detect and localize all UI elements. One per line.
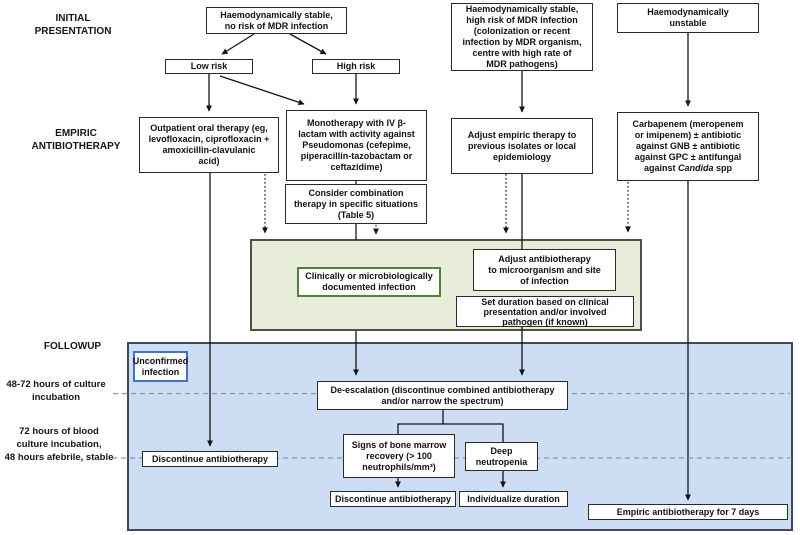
arrow-lowrisk-to-monotherapy: [219, 75, 305, 106]
box-unstable: Haemodynamically unstable: [617, 3, 759, 33]
box-stable-high-mdr: Haemodynamically stable, high risk of MD…: [451, 3, 593, 71]
box-de-escalation: De-escalation (discontinue combined anti…: [317, 381, 568, 410]
candida-italic: Candida: [677, 163, 714, 173]
box-set-duration: Set duration based on clinical presentat…: [456, 296, 634, 327]
box-clinically-documented: Clinically or microbiologically document…: [297, 267, 441, 297]
label-48-72-hours: 48-72 hours of culture incubation: [6, 379, 106, 403]
box-consider-combination: Consider combination therapy in specific…: [285, 184, 427, 224]
box-discontinue-antibiotherapy-left: Discontinue antibiotherapy: [142, 451, 278, 467]
arrow-stable-to-highrisk: [289, 33, 327, 55]
box-deep-neutropenia: Deep neutropenia: [465, 442, 538, 471]
arrow-stable-to-lowrisk: [221, 33, 255, 55]
box-adjust-antibiotherapy: Adjust antibiotherapy to microorganism a…: [473, 249, 616, 291]
box-individualize-duration: Individualize duration: [459, 491, 568, 507]
box-stable-no-mdr: Haemodynamically stable, no risk of MDR …: [206, 7, 347, 34]
box-empiric-7-days: Empiric antibiotherapy for 7 days: [588, 504, 788, 520]
label-initial-presentation: INITIAL PRESENTATION: [34, 13, 112, 37]
box-outpatient-oral-therapy: Outpatient oral therapy (eg, levofloxaci…: [139, 117, 279, 173]
box-bone-marrow-recovery: Signs of bone marrow recovery (> 100 neu…: [343, 434, 455, 478]
box-adjust-empiric-therapy: Adjust empiric therapy to previous isola…: [451, 118, 593, 174]
box-low-risk: Low risk: [165, 59, 253, 74]
box-carbapenem: Carbapenem (meropenem or imipenem) ± ant…: [617, 112, 759, 181]
box-monotherapy-iv-betalactam: Monotherapy with IV β- lactam with activ…: [286, 110, 427, 181]
box-discontinue-antibiotherapy-recovery: Discontinue antibiotherapy: [330, 491, 456, 507]
label-followup: FOLLOWUP: [43, 341, 102, 352]
carbapenem-text: Carbapenem (meropenem or imipenem) ± ant…: [632, 119, 744, 173]
label-72-hours: 72 hours of blood culture incubation, 48…: [4, 426, 114, 463]
box-high-risk: High risk: [312, 59, 400, 74]
label-empiric-antibiotherapy: EMPIRIC ANTIBIOTHERAPY: [31, 128, 121, 152]
box-unconfirmed-infection: Unconfirmed infection: [133, 351, 188, 382]
